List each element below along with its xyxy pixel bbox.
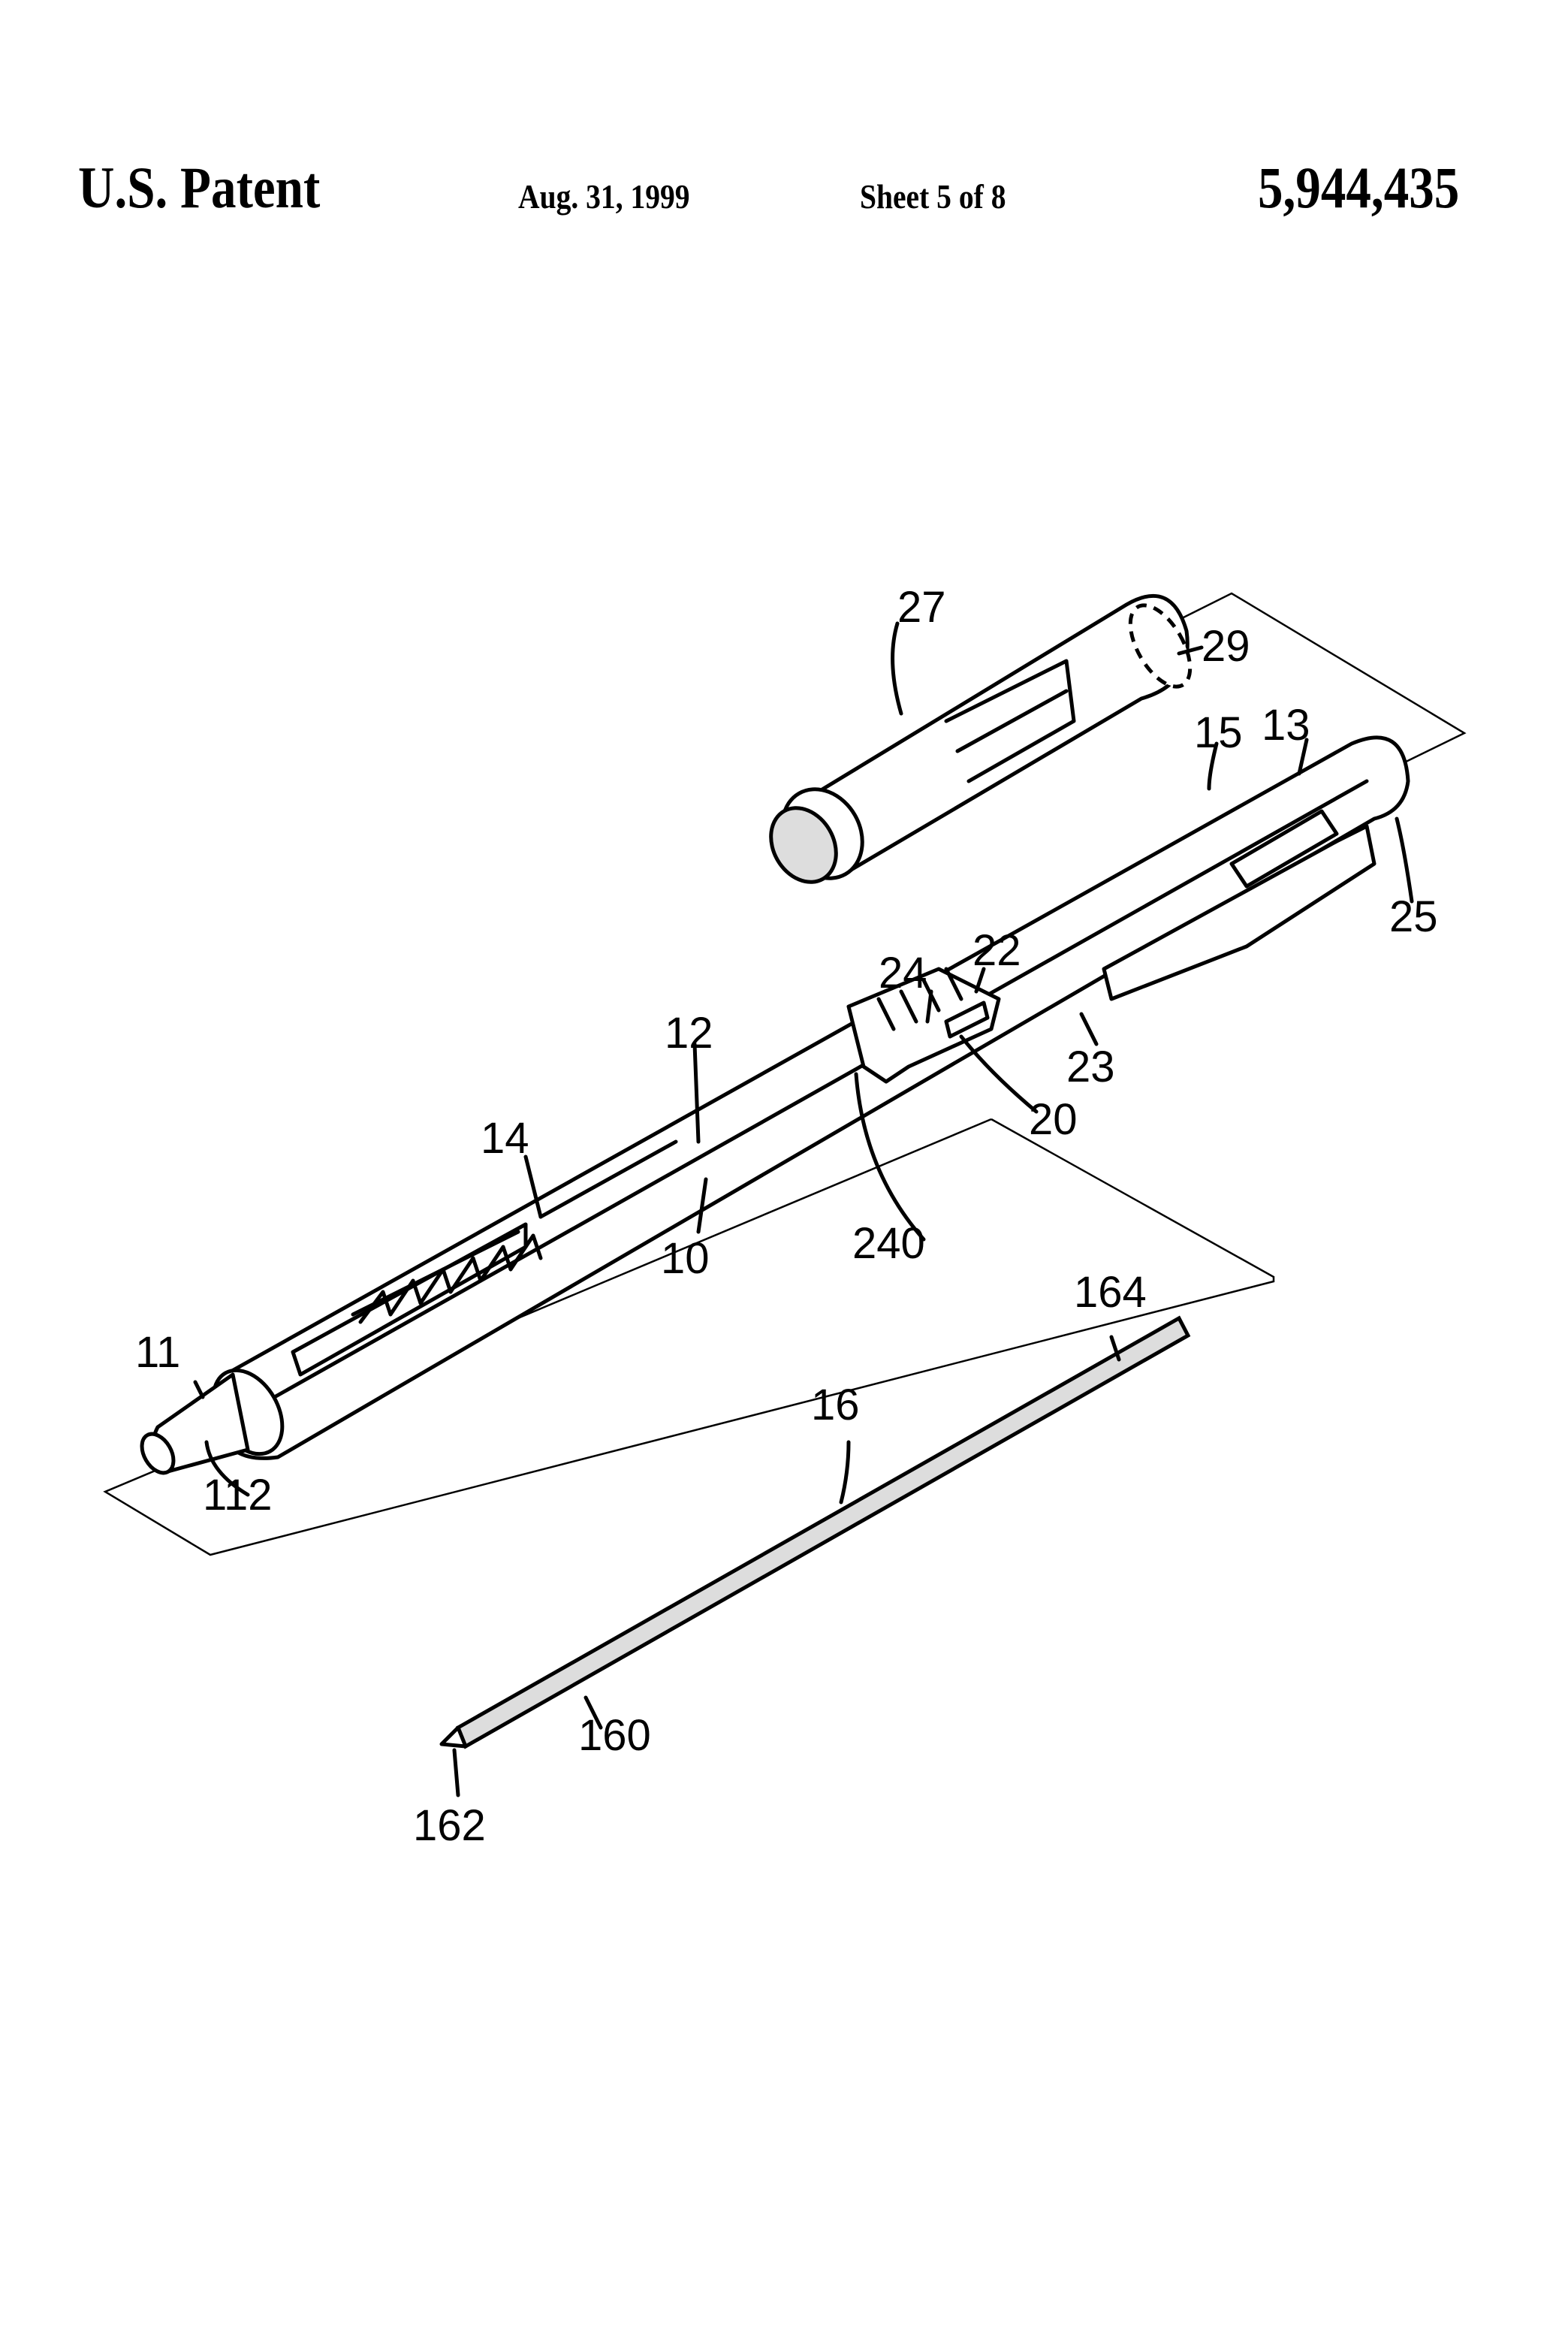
label-22: 22 (972, 926, 1021, 975)
cap-27 (769, 593, 1193, 884)
patent-date: Aug. 31, 1999 (518, 177, 690, 216)
label-20: 20 (1029, 1095, 1078, 1144)
label-27: 27 (897, 583, 946, 632)
label-12: 12 (665, 1009, 713, 1058)
label-25: 25 (1389, 892, 1438, 941)
label-162: 162 (413, 1801, 486, 1850)
label-16: 16 (811, 1381, 860, 1429)
label-24: 24 (879, 949, 927, 997)
upper-projection-plane (1171, 592, 1467, 768)
leader-lines (193, 621, 1414, 1797)
patent-number: 5,944,435 (1258, 155, 1460, 220)
label-15: 15 (1194, 708, 1243, 757)
label-13: 13 (1262, 701, 1310, 750)
label-240: 240 (852, 1219, 925, 1268)
label-11: 11 (135, 1328, 180, 1377)
patent-header-title: U.S. Patent (78, 155, 321, 220)
label-14: 14 (481, 1114, 529, 1163)
label-29: 29 (1202, 622, 1250, 671)
pen-body-10 (140, 735, 1410, 1475)
label-112: 112 (203, 1471, 272, 1520)
label-10: 10 (661, 1234, 710, 1283)
label-23: 23 (1066, 1043, 1115, 1091)
label-160: 160 (578, 1711, 651, 1760)
refill-16 (439, 1315, 1191, 1749)
label-164: 164 (1074, 1268, 1147, 1317)
sheet-number: Sheet 5 of 8 (860, 177, 1006, 216)
